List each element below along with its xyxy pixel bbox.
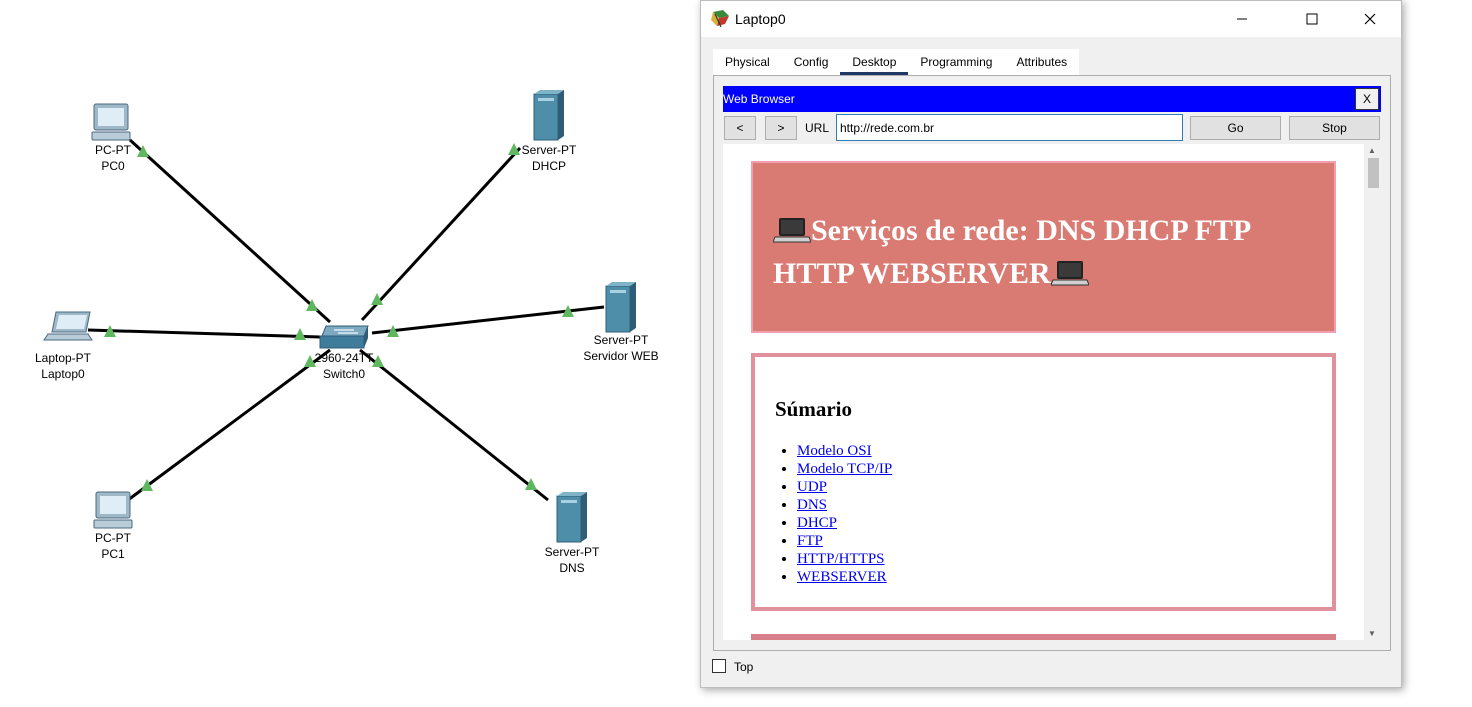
- switch0-icon[interactable]: [319, 325, 369, 349]
- laptop-emoji-icon: [773, 218, 811, 243]
- tab-desktop[interactable]: Desktop: [840, 49, 909, 75]
- link-up-icon: [104, 325, 116, 337]
- back-button[interactable]: <: [724, 116, 756, 140]
- link-up-icon: [387, 325, 399, 337]
- dhcp-server-icon[interactable]: [533, 90, 564, 141]
- page-title-line2: HTTP WEBSERVER: [773, 257, 1051, 290]
- summary-section: Súmario Modelo OSI Modelo TCP/IP UDP DNS…: [751, 353, 1336, 611]
- page-title-line1: Serviços de rede: DNS DHCP FTP: [811, 214, 1252, 247]
- summary-title: Súmario: [775, 397, 853, 421]
- go-button[interactable]: Go: [1190, 116, 1281, 140]
- list-item: HTTP/HTTPS: [797, 550, 892, 568]
- label-laptop0: Laptop-PT Laptop0: [34, 351, 92, 381]
- url-input[interactable]: [836, 114, 1183, 141]
- network-workspace[interactable]: PC-PT PC0 Server-PT DHCP Laptop-PT Lapto…: [0, 0, 700, 707]
- minimize-button[interactable]: [1219, 1, 1265, 37]
- tab-programming[interactable]: Programming: [920, 55, 993, 69]
- list-item: UDP: [797, 478, 892, 496]
- close-window-button[interactable]: [1347, 1, 1393, 37]
- label-switch0: 2960-24TT Switch0: [314, 351, 374, 381]
- label-web: Server-PT Servidor WEB: [583, 333, 659, 363]
- window-titlebar[interactable]: Laptop0: [701, 1, 1401, 37]
- list-item: DHCP: [797, 514, 892, 532]
- top-checkbox-label: Top: [734, 660, 754, 674]
- desktop-panel: Web Browser X < > URL Go Stop Serviços d…: [713, 75, 1391, 651]
- web-browser-title: Web Browser: [723, 92, 795, 106]
- web-server-icon[interactable]: [605, 282, 636, 333]
- link-up-icon: [508, 143, 520, 155]
- toc-link-ftp[interactable]: FTP: [797, 533, 823, 549]
- link-status-markers: [104, 143, 574, 491]
- tab-config[interactable]: Config: [793, 55, 829, 69]
- scroll-up-icon[interactable]: ▲: [1368, 146, 1376, 155]
- forward-button[interactable]: >: [765, 116, 797, 140]
- browser-viewport[interactable]: Serviços de rede: DNS DHCP FTP HTTP WEBS…: [723, 144, 1381, 640]
- link-up-icon: [525, 478, 537, 490]
- packet-tracer-icon: [711, 10, 729, 28]
- link-pc1[interactable]: [127, 348, 331, 502]
- stop-button[interactable]: Stop: [1289, 116, 1380, 140]
- close-icon: [1364, 13, 1376, 25]
- link-dhcp[interactable]: [360, 146, 522, 322]
- link-up-icon: [141, 479, 153, 491]
- toc-link-udp[interactable]: UDP: [797, 479, 828, 495]
- list-item: Modelo TCP/IP: [797, 460, 892, 478]
- top-checkbox[interactable]: [712, 659, 726, 673]
- window-title: Laptop0: [735, 11, 786, 27]
- link-up-icon: [306, 299, 318, 311]
- link-up-icon: [294, 328, 306, 340]
- pc1-icon[interactable]: [93, 491, 133, 529]
- page-header-banner: Serviços de rede: DNS DHCP FTP HTTP WEBS…: [751, 161, 1336, 333]
- topology-canvas: [43, 90, 636, 543]
- link-up-icon: [371, 293, 383, 305]
- maximize-button[interactable]: [1289, 1, 1335, 37]
- tab-physical[interactable]: Physical: [725, 55, 770, 69]
- label-pc0: PC-PT PC0: [95, 143, 131, 173]
- toc-link-http[interactable]: HTTP/HTTPS: [797, 551, 885, 567]
- maximize-icon: [1306, 13, 1318, 25]
- toc-link-tcpip[interactable]: Modelo TCP/IP: [797, 461, 893, 477]
- minimize-icon: [1237, 18, 1247, 20]
- url-label: URL: [805, 121, 830, 135]
- link-up-icon: [372, 355, 384, 367]
- link-up-icon: [304, 355, 316, 367]
- links: [87, 138, 605, 502]
- scrollbar-thumb[interactable]: [1368, 158, 1379, 188]
- tab-attributes[interactable]: Attributes: [1016, 55, 1068, 69]
- label-pc1: PC-PT PC1: [95, 531, 131, 561]
- list-item: Modelo OSI: [797, 442, 892, 460]
- label-dns: Server-PT DNS: [544, 545, 600, 575]
- next-section-edge: [751, 634, 1336, 640]
- toc-link-dhcp[interactable]: DHCP: [797, 515, 838, 531]
- link-laptop0[interactable]: [87, 328, 321, 339]
- window-tabs: Physical Config Desktop Programming Attr…: [713, 49, 1080, 75]
- link-up-icon: [562, 305, 574, 317]
- list-item: DNS: [797, 496, 892, 514]
- scroll-down-icon[interactable]: ▼: [1368, 629, 1376, 638]
- dns-server-icon[interactable]: [556, 492, 587, 543]
- toc-link-osi[interactable]: Modelo OSI: [797, 443, 872, 459]
- toc-link-dns[interactable]: DNS: [797, 497, 828, 513]
- toc-link-webserver[interactable]: WEBSERVER: [797, 569, 887, 585]
- link-up-icon: [137, 145, 149, 157]
- page-title: Serviços de rede: DNS DHCP FTP HTTP WEBS…: [773, 209, 1313, 295]
- laptop0-icon[interactable]: [43, 311, 93, 341]
- pc0-icon[interactable]: [91, 103, 131, 141]
- link-pc0[interactable]: [128, 138, 332, 324]
- label-dhcp: Server-PT DHCP: [521, 143, 577, 173]
- laptop0-window: Laptop0 Physical Config Desktop Programm…: [700, 0, 1402, 688]
- link-dns[interactable]: [359, 348, 549, 502]
- list-item: WEBSERVER: [797, 568, 892, 586]
- web-browser-titlebar: Web Browser X: [723, 86, 1381, 112]
- laptop-emoji-icon: [1050, 261, 1089, 286]
- vertical-scrollbar[interactable]: ▲ ▼: [1364, 144, 1381, 640]
- summary-list: Modelo OSI Modelo TCP/IP UDP DNS DHCP FT…: [775, 442, 892, 586]
- web-browser-close-button[interactable]: X: [1355, 88, 1379, 110]
- list-item: FTP: [797, 532, 892, 550]
